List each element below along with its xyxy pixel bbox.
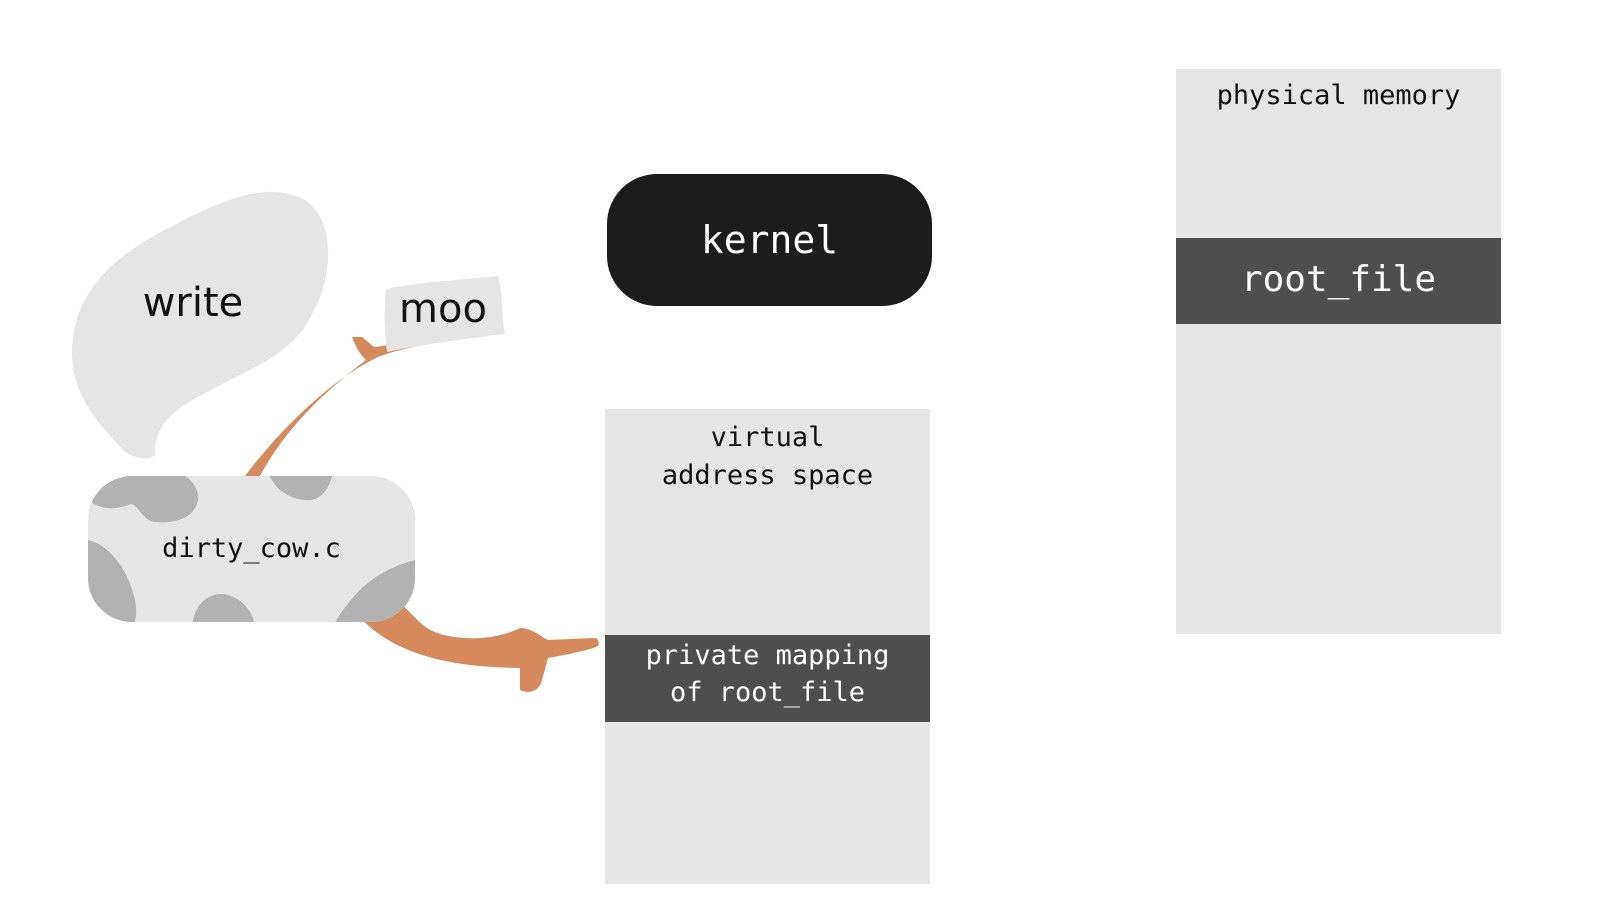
private-mapping-block (605, 635, 930, 722)
virtual-address-space-title-line2: address space (661, 460, 874, 491)
physical-memory-panel (1176, 69, 1501, 634)
moo-speech-bubble (384, 276, 505, 352)
program-filename: dirty_cow.c (162, 533, 341, 564)
cow-spots (88, 476, 415, 622)
private-mapping-label-line1: private mapping (645, 640, 890, 671)
lower-arm (350, 600, 599, 692)
kernel-block (607, 174, 932, 306)
write-text: write (142, 280, 244, 326)
physical-memory-title: physical memory (1216, 80, 1461, 111)
moo-text: moo (399, 286, 487, 332)
upper-arm (245, 330, 450, 476)
write-speech-bubble (71, 191, 329, 459)
root-file-label: root_file (1240, 259, 1437, 300)
private-mapping-label-line2: of root_file (669, 677, 866, 708)
kernel-label: kernel (700, 218, 839, 262)
root-file-block (1176, 238, 1501, 324)
virtual-address-space-title-line1: virtual (710, 422, 825, 453)
